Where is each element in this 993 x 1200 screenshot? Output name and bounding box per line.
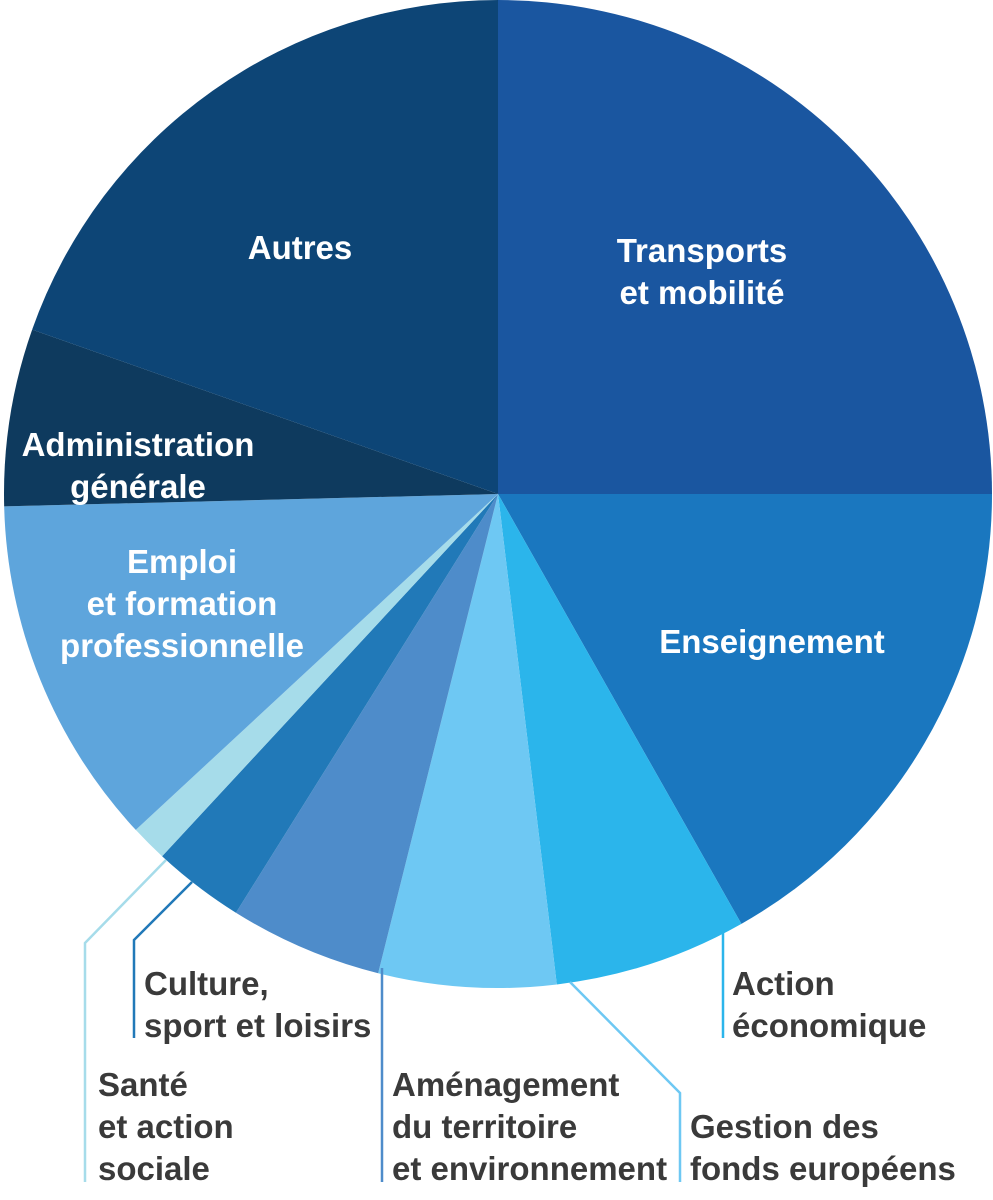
label-line: Action	[732, 965, 835, 1002]
label-sante-et-action-sociale: Santé et action sociale	[98, 1066, 234, 1187]
leader-line-sante-et-action-sociale	[83, 859, 167, 1182]
label-line: Santé	[98, 1066, 188, 1103]
label-emploi-et-formation-professionnelle: Emploi et formation professionnelle	[60, 543, 304, 664]
label-line: Transports	[617, 232, 788, 269]
label-line: Emploi	[127, 543, 237, 580]
label-line: économique	[732, 1007, 926, 1044]
label-line: Autres	[248, 229, 353, 266]
label-line: Enseignement	[659, 623, 885, 660]
label-line: sport et loisirs	[144, 1007, 371, 1044]
pie-slices	[4, 0, 993, 988]
slice-gestion-des-fonds-europeens	[378, 494, 557, 988]
label-culture-sport-et-loisirs: Culture, sport et loisirs	[144, 965, 371, 1044]
slice-administration-generale	[4, 329, 498, 507]
label-administration-generale: Administration générale	[22, 426, 255, 505]
slice-emploi-et-formation-professionnelle	[4, 494, 498, 830]
label-enseignement: Enseignement	[659, 623, 885, 660]
label-line: Culture,	[144, 965, 269, 1002]
label-line: et environnement	[392, 1150, 667, 1187]
leader-lines	[83, 859, 725, 1182]
label-line: fonds européens	[690, 1150, 956, 1187]
label-line: Administration	[22, 426, 255, 463]
label-line: et action	[98, 1108, 234, 1145]
slice-transports-et-mobilite	[498, 0, 992, 494]
label-line: du territoire	[392, 1108, 577, 1145]
label-line: Aménagement	[392, 1066, 619, 1103]
slice-enseignement	[498, 494, 993, 924]
label-action-economique: Action économique	[732, 965, 926, 1044]
label-transports-et-mobilite: Transports et mobilité	[617, 232, 788, 311]
label-line: professionnelle	[60, 627, 304, 664]
label-line: et formation	[87, 585, 278, 622]
leader-line-culture-sport-et-loisirs	[132, 881, 193, 1038]
label-autres: Autres	[248, 229, 353, 266]
label-amenagement-du-territoire-et-environnement: Aménagement du territoire et environnement	[392, 1066, 667, 1187]
slice-culture-sport-et-loisirs	[162, 494, 498, 913]
label-line: Gestion des	[690, 1108, 879, 1145]
leader-line-gestion-des-fonds-europeens	[569, 981, 682, 1182]
slice-action-economique	[498, 494, 742, 985]
label-line: et mobilité	[619, 274, 784, 311]
label-gestion-des-fonds-europeens: Gestion des fonds européens	[690, 1108, 956, 1187]
label-line: sociale	[98, 1150, 210, 1187]
slice-autres	[32, 0, 498, 494]
slice-sante-et-action-sociale	[135, 494, 498, 857]
slice-amenagement-du-territoire-et-environnement	[235, 494, 498, 974]
label-line: générale	[70, 468, 206, 505]
